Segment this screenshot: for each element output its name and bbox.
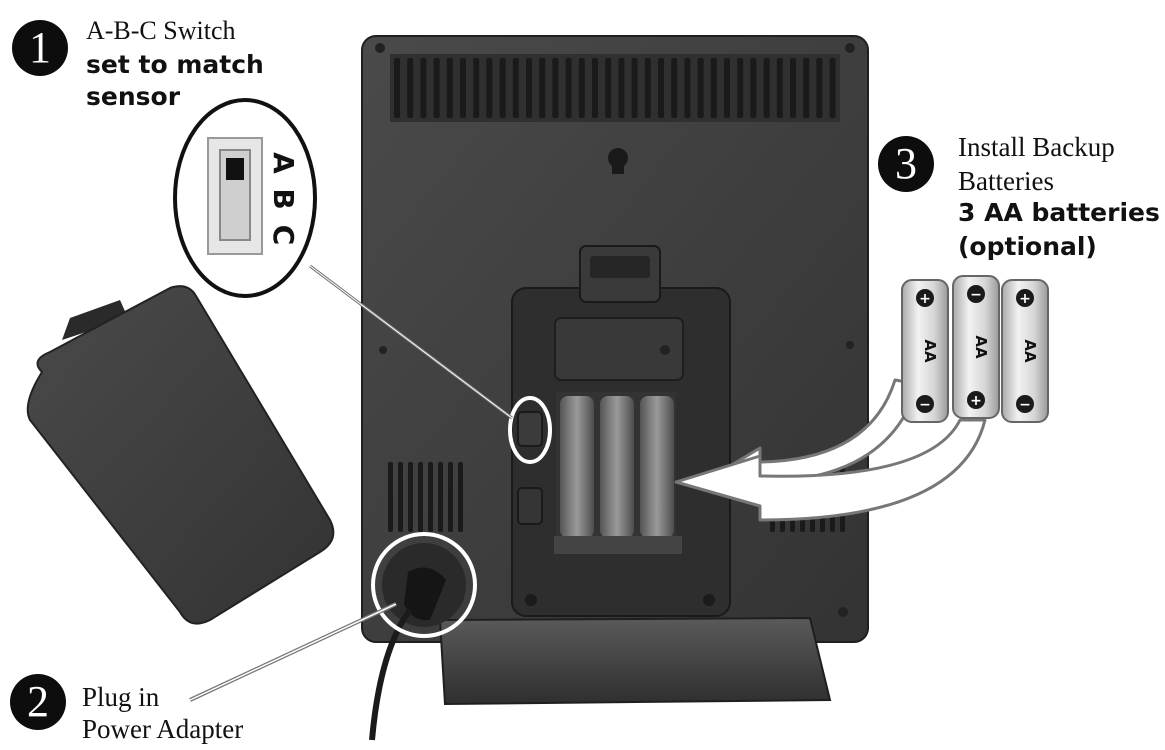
step-3-title: Install Backup (958, 132, 1115, 162)
vent-slot (499, 58, 506, 118)
vent-slot (737, 58, 744, 118)
step-3-line3: 3 AA batteries (958, 198, 1160, 227)
battery-3-label: AA (1021, 339, 1039, 363)
switch-label-c: C (267, 225, 300, 246)
step-1-title: A-B-C Switch (86, 16, 236, 45)
switch-slider (226, 158, 244, 180)
switch-highlight (508, 396, 552, 464)
battery-1-minus-terminal (916, 395, 934, 413)
vent-slot (539, 58, 546, 118)
step-2-badge: 2 (10, 674, 66, 730)
vent-slot (605, 58, 612, 118)
vent-slot (428, 462, 433, 532)
svg-text:−: − (1019, 397, 1031, 413)
vent-slot (458, 462, 463, 532)
step-3-line4: (optional) (958, 232, 1097, 261)
battery-3 (1001, 279, 1049, 423)
vent-slot (644, 58, 651, 118)
vent-slot (438, 462, 443, 532)
vent-slot (750, 58, 757, 118)
vent-slot (763, 58, 770, 118)
vent-slot (388, 462, 393, 532)
switch-zoom-callout (173, 98, 317, 298)
vent-slot (512, 58, 519, 118)
svg-text:+: + (1019, 291, 1031, 307)
step-3-badge: 3 (878, 136, 934, 192)
top-vents (390, 54, 840, 122)
vent-slot (776, 58, 783, 118)
vent-slot (790, 58, 796, 118)
vent-slot (446, 58, 453, 118)
vent-slot (460, 58, 466, 118)
step-1-line3: sensor (86, 82, 181, 111)
vent-slot (407, 58, 414, 118)
vent-slot (420, 58, 427, 118)
step-3-line2: Batteries (958, 166, 1054, 196)
battery-1-label: AA (921, 339, 939, 363)
vent-slot (697, 58, 704, 118)
vent-slot (710, 58, 717, 118)
vent-slot (448, 462, 453, 532)
vent-slot (803, 58, 810, 118)
install-arrows (674, 378, 987, 522)
switch-label-b: B (267, 188, 300, 209)
vent-slot (724, 58, 730, 118)
battery-3-plus-terminal (1016, 289, 1034, 307)
side-vents-left (388, 462, 463, 532)
device-back (361, 35, 869, 643)
battery-2 (952, 275, 1000, 419)
vent-slot (816, 58, 823, 118)
power-jack (369, 532, 477, 741)
vent-slot (526, 58, 532, 118)
vent-slot (473, 58, 480, 118)
svg-text:+: + (970, 393, 982, 409)
vent-slot (578, 58, 585, 118)
step-1-line2: set to match (86, 50, 264, 79)
svg-text:+: + (919, 291, 931, 307)
vent-slot (565, 58, 572, 118)
vent-slot (684, 58, 691, 118)
vent-slot (631, 58, 638, 118)
aa-batteries: + − − + + − AA AA AA (901, 275, 1049, 423)
battery-cells (554, 392, 682, 554)
step-2-line2: Power Adapter (82, 714, 244, 744)
vent-slot (592, 58, 598, 118)
battery-cover (26, 285, 335, 625)
step-2-title: Plug in (82, 682, 160, 712)
vent-slot (552, 58, 559, 118)
vent-slot (394, 58, 400, 118)
device-stand (438, 616, 832, 706)
vent-slot (658, 58, 664, 118)
switch-position-labels: A B C (267, 152, 300, 245)
switch-label-a: A (267, 152, 300, 174)
svg-text:−: − (970, 287, 982, 303)
battery-2-minus-terminal (967, 285, 985, 303)
vent-slot (408, 462, 413, 532)
vent-slot (486, 58, 493, 118)
battery-2-plus-terminal (967, 391, 985, 409)
battery-1 (901, 279, 949, 423)
battery-2-label: AA (972, 335, 990, 359)
vent-slot (418, 462, 423, 532)
vent-slot (398, 462, 403, 532)
vent-slot (618, 58, 625, 118)
battery-1-plus-terminal (916, 289, 934, 307)
vent-slot (433, 58, 440, 118)
step-1-badge: 1 (12, 20, 68, 76)
svg-text:−: − (919, 397, 931, 413)
battery-3-minus-terminal (1016, 395, 1034, 413)
vent-slot (829, 58, 836, 118)
vent-slot (671, 58, 678, 118)
